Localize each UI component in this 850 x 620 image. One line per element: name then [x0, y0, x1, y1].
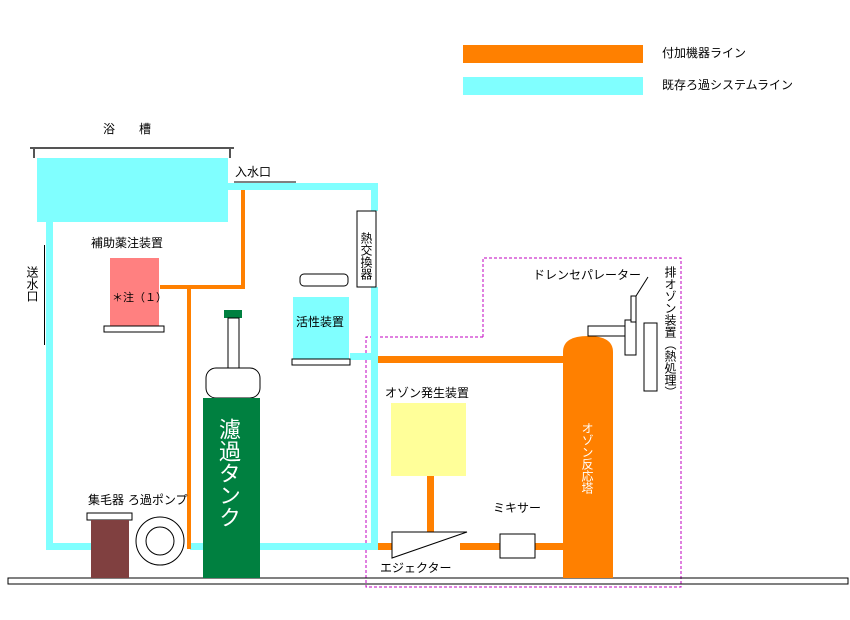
exhaust-unit: [643, 322, 658, 392]
hair-pump-label: 集毛器 ろ過ポンプ: [88, 493, 188, 507]
activation-label: 活性装置: [296, 315, 345, 329]
heat-exchanger: [356, 210, 377, 288]
mixer-label: ミキサー: [493, 501, 542, 515]
aux-dosing-base: [103, 325, 165, 333]
bath-tank: [37, 158, 228, 222]
existing-piping: [46, 183, 378, 550]
exhaust-pipe: [587, 325, 629, 337]
aux-dosing-label: 補助薬注装置: [91, 236, 164, 250]
filter-valve-top: [224, 310, 242, 318]
activation-base: [291, 358, 351, 366]
legend-label-existing: 既存ろ過システムライン: [662, 78, 794, 92]
mixer: [499, 533, 536, 559]
activation-body: [293, 297, 349, 359]
ejector-label: エジェクター: [380, 561, 452, 575]
ozone-reactor: [563, 336, 613, 578]
exhaust-valve: [630, 295, 637, 323]
aux-dosing-unit: [110, 258, 159, 326]
filter-tank-label: 濾過タンク: [215, 418, 240, 528]
ground-line: [7, 577, 849, 585]
exhaust-connector: [624, 319, 637, 356]
drain-sep-leader: [635, 276, 649, 297]
filter-cap: [205, 367, 261, 399]
pump-inner: [145, 526, 175, 556]
legend-swatch-existing: [463, 77, 643, 95]
outlet-arrow: [44, 245, 45, 345]
legend-label-addon: 付加機器ライン: [662, 46, 747, 60]
ozone-gen-label: オゾン発生装置: [385, 386, 470, 400]
legend-swatch-addon: [463, 45, 643, 63]
drain-sep-label: ドレンセパレーター: [533, 268, 642, 282]
exhaust-label: 排オゾン装置（熱処理）: [663, 266, 677, 398]
filter-neck: [227, 317, 240, 369]
ozone-generator: [391, 403, 466, 476]
outlet-label: 送水口: [25, 266, 39, 302]
activation-cap: [299, 273, 349, 287]
bath-label: 浴 槽: [103, 122, 152, 136]
hair-catcher-lid: [86, 512, 133, 521]
addon-enclosure: [365, 257, 682, 588]
addon-piping: [160, 190, 563, 550]
ejector: [391, 531, 468, 559]
heat-exchanger-label: 熱交換器: [359, 232, 373, 280]
inlet-label: 入水口: [235, 165, 272, 179]
hair-catcher: [91, 520, 129, 578]
filter-tank: [203, 398, 260, 578]
note-label: ＊注（１）: [112, 291, 167, 304]
reactor-label: オゾン反応塔: [580, 422, 594, 494]
